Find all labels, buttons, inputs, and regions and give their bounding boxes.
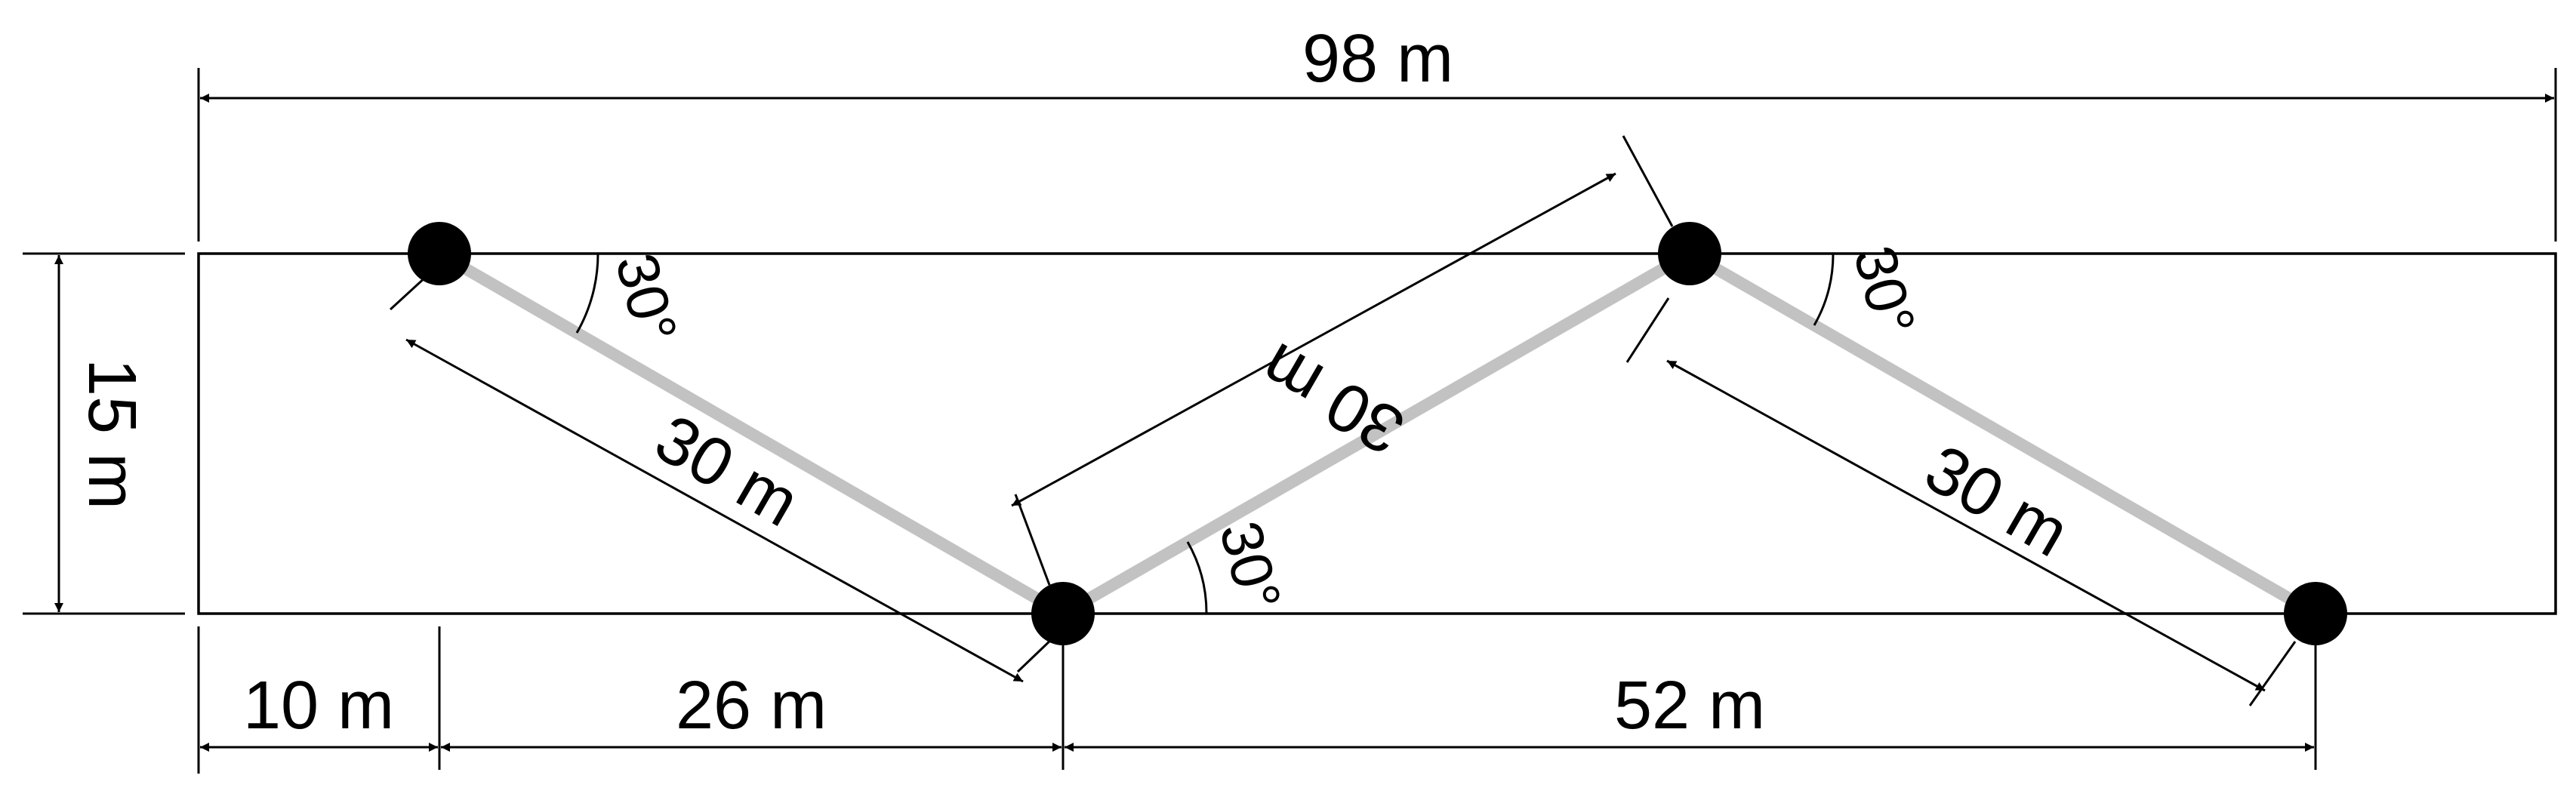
dimension-line-member-1	[405, 338, 1024, 683]
node-2	[1031, 582, 1095, 645]
angle-label-1: 30°	[603, 247, 691, 350]
dimension-label-overall: 98 m	[1302, 21, 1453, 97]
dimension-label-member-2: 30 m	[1248, 328, 1416, 469]
dimension-label-segment-2: 52 m	[1614, 668, 1765, 743]
member-2-extension-end	[1622, 135, 1674, 227]
angle-arc-3	[1813, 253, 1835, 326]
member-1-extension-start	[389, 275, 428, 311]
member-3-extension-end	[2248, 641, 2297, 706]
dimension-label-height: 15 m	[74, 358, 149, 509]
dimension-label-left-offset: 10 m	[243, 668, 394, 743]
dimension-line-member-3	[1666, 359, 2266, 692]
member-2-extension-start	[1014, 494, 1051, 586]
member-3	[1687, 248, 2319, 619]
node-4	[2284, 582, 2347, 645]
dimension-line-member-2	[1011, 172, 1616, 507]
angle-arc-2	[1186, 541, 1208, 614]
member-3-extension-start	[1625, 297, 1670, 363]
node-3	[1658, 222, 1721, 285]
node-1	[408, 222, 471, 285]
member-1-extension-end	[1016, 636, 1055, 673]
dimension-label-member-3: 30 m	[1912, 431, 2081, 572]
angle-label-2: 30°	[1207, 515, 1295, 618]
member-1	[436, 248, 1067, 619]
angle-arc-1	[575, 253, 599, 334]
dimension-label-segment-1: 26 m	[676, 668, 827, 743]
